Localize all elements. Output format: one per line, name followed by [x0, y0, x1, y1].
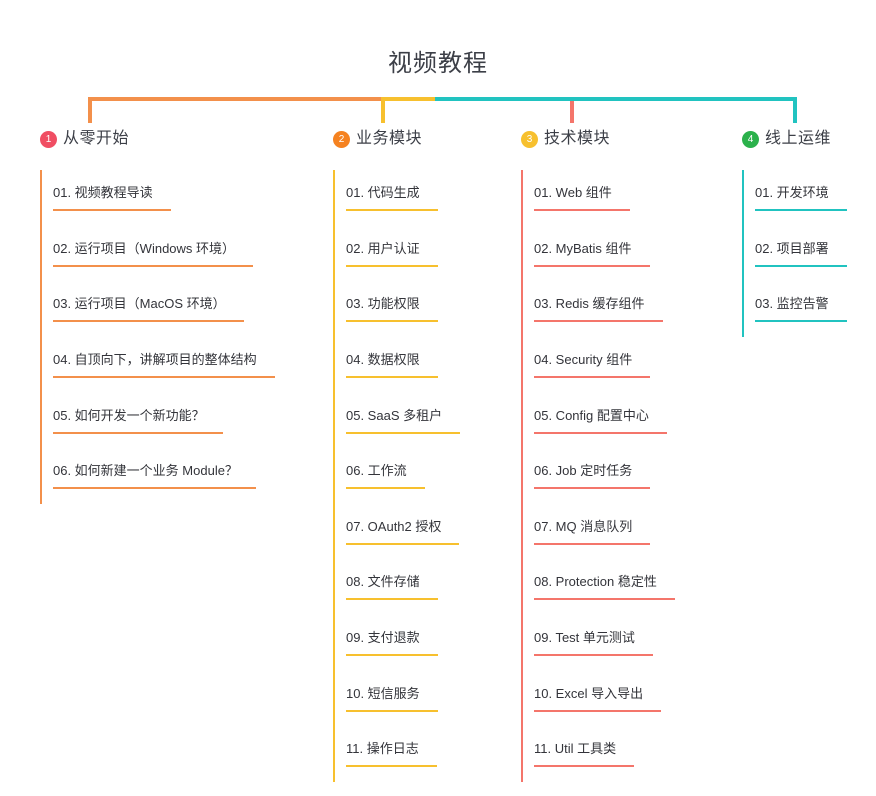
list-item-label: 02. 运行项目（Windows 环境） [53, 240, 254, 267]
list-item[interactable]: 10. 短信服务 [333, 670, 460, 726]
column-badge-1: 1 [40, 130, 57, 148]
column-item-list-2: 01. 代码生成 02. 用户认证 03. 功能权限 04. 数据权限 05. SaaS… [333, 170, 461, 782]
list-item-label: 04. 自顶向下，讲解项目的整体结构 [53, 351, 275, 379]
column-2: 2 业务模块 01. 代码生成 02. 用户认证 03. 功能权限 04. 数据权限 05.… [333, 126, 461, 782]
list-item[interactable]: 06. 工作流 [333, 447, 460, 504]
list-item-label: 05. 如何开发一个新功能？ [53, 407, 223, 434]
list-item-label: 08. Protection 稳定性 [534, 573, 675, 601]
list-item[interactable]: 09. 支付退款 [333, 614, 460, 671]
list-item-label: 11. Util 工具类 [534, 740, 635, 768]
list-item-label: 07. OAuth2 授权 [346, 518, 460, 545]
list-item[interactable]: 01. 代码生成 [333, 170, 460, 226]
list-item[interactable]: 09. Test 单元测试 [521, 614, 675, 671]
list-item-label: 02. 项目部署 [755, 240, 847, 267]
list-item[interactable]: 06. 如何新建一个业务 Module？ [40, 447, 275, 504]
list-item[interactable]: 04. Security 组件 [521, 336, 675, 393]
list-item-label: 10. Excel 导入导出 [534, 685, 662, 712]
list-item[interactable]: 03. Redis 缓存组件 [521, 281, 675, 337]
list-item-label: 04. Security 组件 [534, 351, 651, 379]
list-item-label: 08. 文件存储 [346, 573, 438, 601]
column-4: 4 线上运维 01. 开发环境 02. 项目部署 03. 监控告警 [742, 126, 847, 337]
list-item-label: 06. 如何新建一个业务 Module？ [53, 462, 256, 490]
list-item[interactable]: 01. Web 组件 [521, 170, 675, 226]
list-item-label: 04. 数据权限 [346, 351, 438, 379]
list-item-label: 01. Web 组件 [534, 184, 630, 212]
column-badge-3: 3 [521, 130, 538, 148]
list-item-label: 06. Job 定时任务 [534, 462, 651, 490]
list-item[interactable]: 08. Protection 稳定性 [521, 559, 675, 615]
list-item[interactable]: 05. 如何开发一个新功能？ [40, 392, 275, 448]
column-header-4[interactable]: 4 线上运维 [742, 126, 847, 152]
column-title-4: 线上运维 [765, 130, 832, 147]
list-item[interactable]: 02. 用户认证 [333, 225, 460, 282]
list-item-label: 09. Test 单元测试 [534, 629, 653, 657]
list-item-label: 02. MyBatis 组件 [534, 240, 650, 267]
column-header-3[interactable]: 3 技术模块 [521, 126, 675, 152]
list-item-label: 03. 运行项目（MacOS 环境） [53, 295, 244, 323]
list-item[interactable]: 03. 运行项目（MacOS 环境） [40, 281, 275, 337]
list-item-label: 11. 操作日志 [346, 740, 437, 768]
column-item-list-1: 01. 视频教程导读 02. 运行项目（Windows 环境） 03. 运行项目（M… [40, 170, 275, 504]
columns-container: 1 从零开始 01. 视频教程导读 02. 运行项目（Windows 环境） 03. 运… [0, 126, 876, 796]
column-badge-2: 2 [333, 130, 350, 148]
column-header-2[interactable]: 2 业务模块 [333, 126, 460, 152]
list-item[interactable]: 11. Util 工具类 [521, 725, 675, 782]
list-item[interactable]: 10. Excel 导入导出 [521, 670, 675, 726]
column-title-2: 业务模块 [356, 130, 423, 147]
list-item[interactable]: 03. 监控告警 [742, 281, 847, 337]
list-item[interactable]: 02. MyBatis 组件 [521, 225, 675, 282]
column-title-1: 从零开始 [63, 130, 130, 147]
list-item[interactable]: 06. Job 定时任务 [521, 447, 675, 504]
list-item[interactable]: 05. Config 配置中心 [521, 392, 675, 448]
list-item[interactable]: 07. OAuth2 授权 [333, 503, 460, 560]
list-item[interactable]: 11. 操作日志 [333, 725, 460, 782]
list-item[interactable]: 02. 运行项目（Windows 环境） [40, 225, 275, 282]
list-item-label: 05. Config 配置中心 [534, 407, 667, 434]
list-item-label: 01. 视频教程导读 [53, 184, 171, 212]
list-item-label: 03. Redis 缓存组件 [534, 295, 663, 323]
column-3: 3 技术模块 01. Web 组件 02. MyBatis 组件 03. Redis 缓… [521, 126, 675, 782]
list-item[interactable]: 03. 功能权限 [333, 281, 460, 337]
list-item-label: 01. 代码生成 [346, 184, 438, 212]
list-item[interactable]: 02. 项目部署 [742, 225, 847, 282]
list-item-label: 01. 开发环境 [755, 184, 847, 212]
list-item[interactable]: 01. 视频教程导读 [40, 170, 275, 226]
list-item-label: 03. 监控告警 [755, 295, 847, 323]
page-title: 视频教程 [388, 50, 488, 77]
list-item[interactable]: 08. 文件存储 [333, 559, 460, 615]
column-item-list-4: 01. 开发环境 02. 项目部署 03. 监控告警 [742, 170, 847, 337]
column-badge-4: 4 [742, 130, 759, 148]
list-item[interactable]: 04. 自顶向下，讲解项目的整体结构 [40, 336, 275, 393]
list-item-label: 05. SaaS 多租户 [346, 407, 461, 434]
list-item[interactable]: 07. MQ 消息队列 [521, 503, 675, 560]
list-item-label: 10. 短信服务 [346, 685, 438, 712]
list-item-label: 06. 工作流 [346, 462, 425, 490]
list-item[interactable]: 01. 开发环境 [742, 170, 847, 226]
column-item-list-3: 01. Web 组件 02. MyBatis 组件 03. Redis 缓存组件 04… [521, 170, 675, 782]
column-1: 1 从零开始 01. 视频教程导读 02. 运行项目（Windows 环境） 03. 运… [40, 126, 275, 504]
list-item-label: 07. MQ 消息队列 [534, 518, 651, 545]
list-item-label: 02. 用户认证 [346, 240, 438, 267]
column-header-1[interactable]: 1 从零开始 [40, 126, 275, 152]
list-item-label: 03. 功能权限 [346, 295, 438, 323]
column-title-3: 技术模块 [544, 130, 611, 147]
list-item-label: 09. 支付退款 [346, 629, 438, 657]
list-item[interactable]: 04. 数据权限 [333, 336, 460, 393]
list-item[interactable]: 05. SaaS 多租户 [333, 392, 461, 448]
bracket-connector [88, 97, 797, 123]
